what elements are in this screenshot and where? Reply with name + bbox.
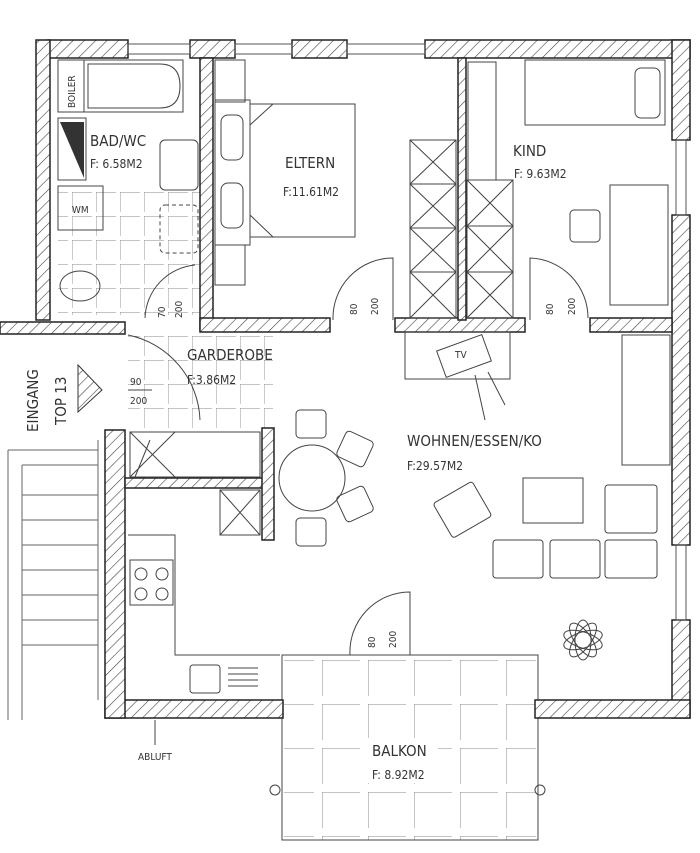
sofa-set (433, 334, 671, 579)
dining-table (278, 409, 374, 547)
tv-label: TV (454, 350, 467, 361)
shaft-fill (60, 122, 84, 178)
boiler (57, 59, 85, 113)
svg-text:200: 200 (130, 396, 147, 407)
balcony-label-bg (368, 738, 438, 783)
svg-text:80: 80 (545, 303, 556, 315)
garderobe-tiles (128, 332, 273, 430)
bath-tiles (58, 190, 200, 315)
svg-text:200: 200 (567, 298, 578, 315)
room-area-wohnen: F:29.57M2 (407, 459, 463, 473)
abluft-label: ABLUFT (138, 752, 172, 763)
room-name-wohnen: WOHNEN/ESSEN/KO (407, 432, 542, 450)
double-bed (214, 59, 356, 286)
wardrobe (409, 139, 514, 319)
room-name-kind: KIND (513, 142, 546, 160)
entrance-unit: TOP 13 (52, 377, 70, 426)
door-entrance: 90 200 (127, 334, 201, 421)
balcony-post (534, 784, 546, 796)
sink (159, 139, 199, 191)
windows (127, 43, 687, 621)
svg-text:200: 200 (388, 631, 399, 648)
balcony-post (269, 784, 281, 796)
tv-unit (404, 331, 511, 421)
svg-text:200: 200 (370, 298, 381, 315)
room-area-garderobe: F:3.86M2 (187, 373, 236, 387)
room-name-balkon: BALKON (372, 742, 427, 760)
single-bed (467, 59, 669, 306)
kitchen (128, 431, 280, 694)
shaft (57, 117, 87, 181)
toilet (59, 270, 101, 302)
door-bath: 70 200 (144, 264, 196, 319)
entrance-label: EINGANG (24, 369, 42, 432)
room-area-bad: F: 6.58M2 (90, 157, 143, 171)
sink-2 (159, 204, 199, 254)
room-area-balkon: F: 8.92M2 (372, 768, 425, 782)
room-area-eltern: F:11.61M2 (283, 185, 339, 199)
svg-text:90: 90 (130, 377, 142, 388)
door-eltern: 80 200 (332, 257, 394, 321)
boiler-label: BOILER (67, 75, 78, 108)
room-name-garderobe: GARDEROBE (187, 346, 273, 364)
door-kind: 80 200 (529, 257, 589, 320)
svg-text:70: 70 (157, 306, 168, 318)
plant-icon (563, 619, 603, 661)
svg-text:80: 80 (349, 303, 360, 315)
room-name-eltern: ELTERN (285, 154, 335, 172)
room-area-kind: F: 9.63M2 (514, 167, 567, 181)
room-name-bad: BAD/WC (90, 132, 146, 150)
door-balcony: 80 200 (349, 591, 411, 656)
wm-label: WM (72, 205, 89, 216)
washing-machine (57, 185, 104, 231)
entrance-arrow-icon (77, 363, 103, 414)
staircase (7, 440, 99, 720)
svg-text:200: 200 (174, 301, 185, 318)
svg-text:80: 80 (367, 636, 378, 648)
